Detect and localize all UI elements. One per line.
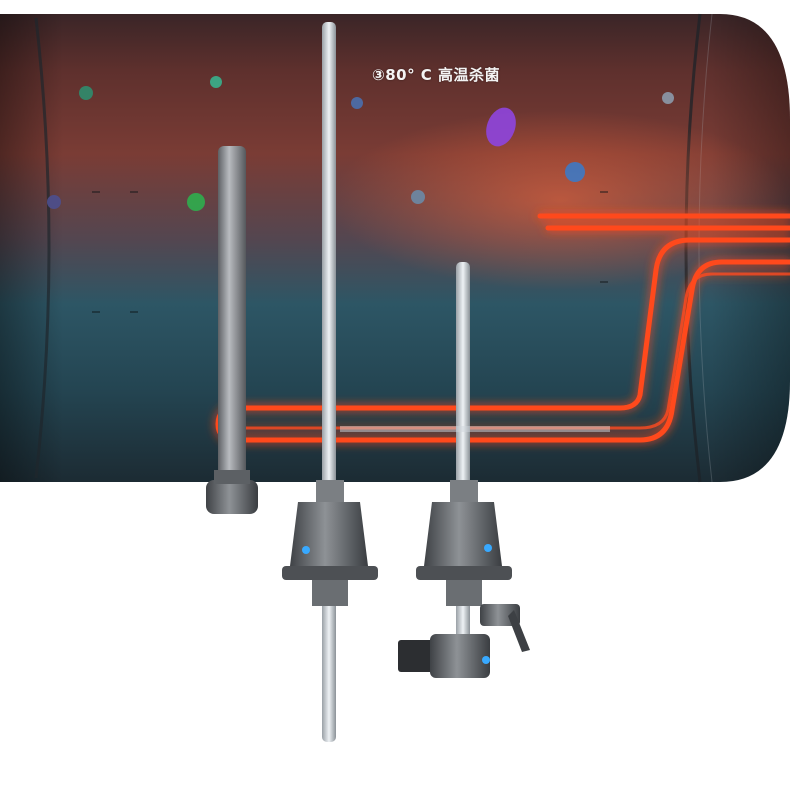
anode-rod-icon <box>206 146 258 514</box>
bacteria-group <box>47 76 674 211</box>
indicator-light <box>482 656 490 664</box>
bacteria-icon <box>565 162 585 182</box>
bacteria-icon <box>411 190 425 204</box>
inlet-fitting <box>282 480 378 606</box>
bacteria-icon <box>79 86 93 100</box>
bacteria-icon <box>210 76 222 88</box>
bacteria-icon <box>187 193 205 211</box>
outlet-fitting <box>416 480 512 606</box>
bacteria-icon <box>486 107 516 147</box>
sterilization-caption: ③80° C 高温杀菌 <box>372 66 501 84</box>
bacteria-icon <box>351 97 363 109</box>
indicator-light <box>302 546 310 554</box>
bacteria-icon <box>47 195 61 209</box>
valve-icon <box>398 604 530 678</box>
indicator-light <box>484 544 492 552</box>
tank-body <box>0 13 790 483</box>
bacteria-icon <box>662 92 674 104</box>
